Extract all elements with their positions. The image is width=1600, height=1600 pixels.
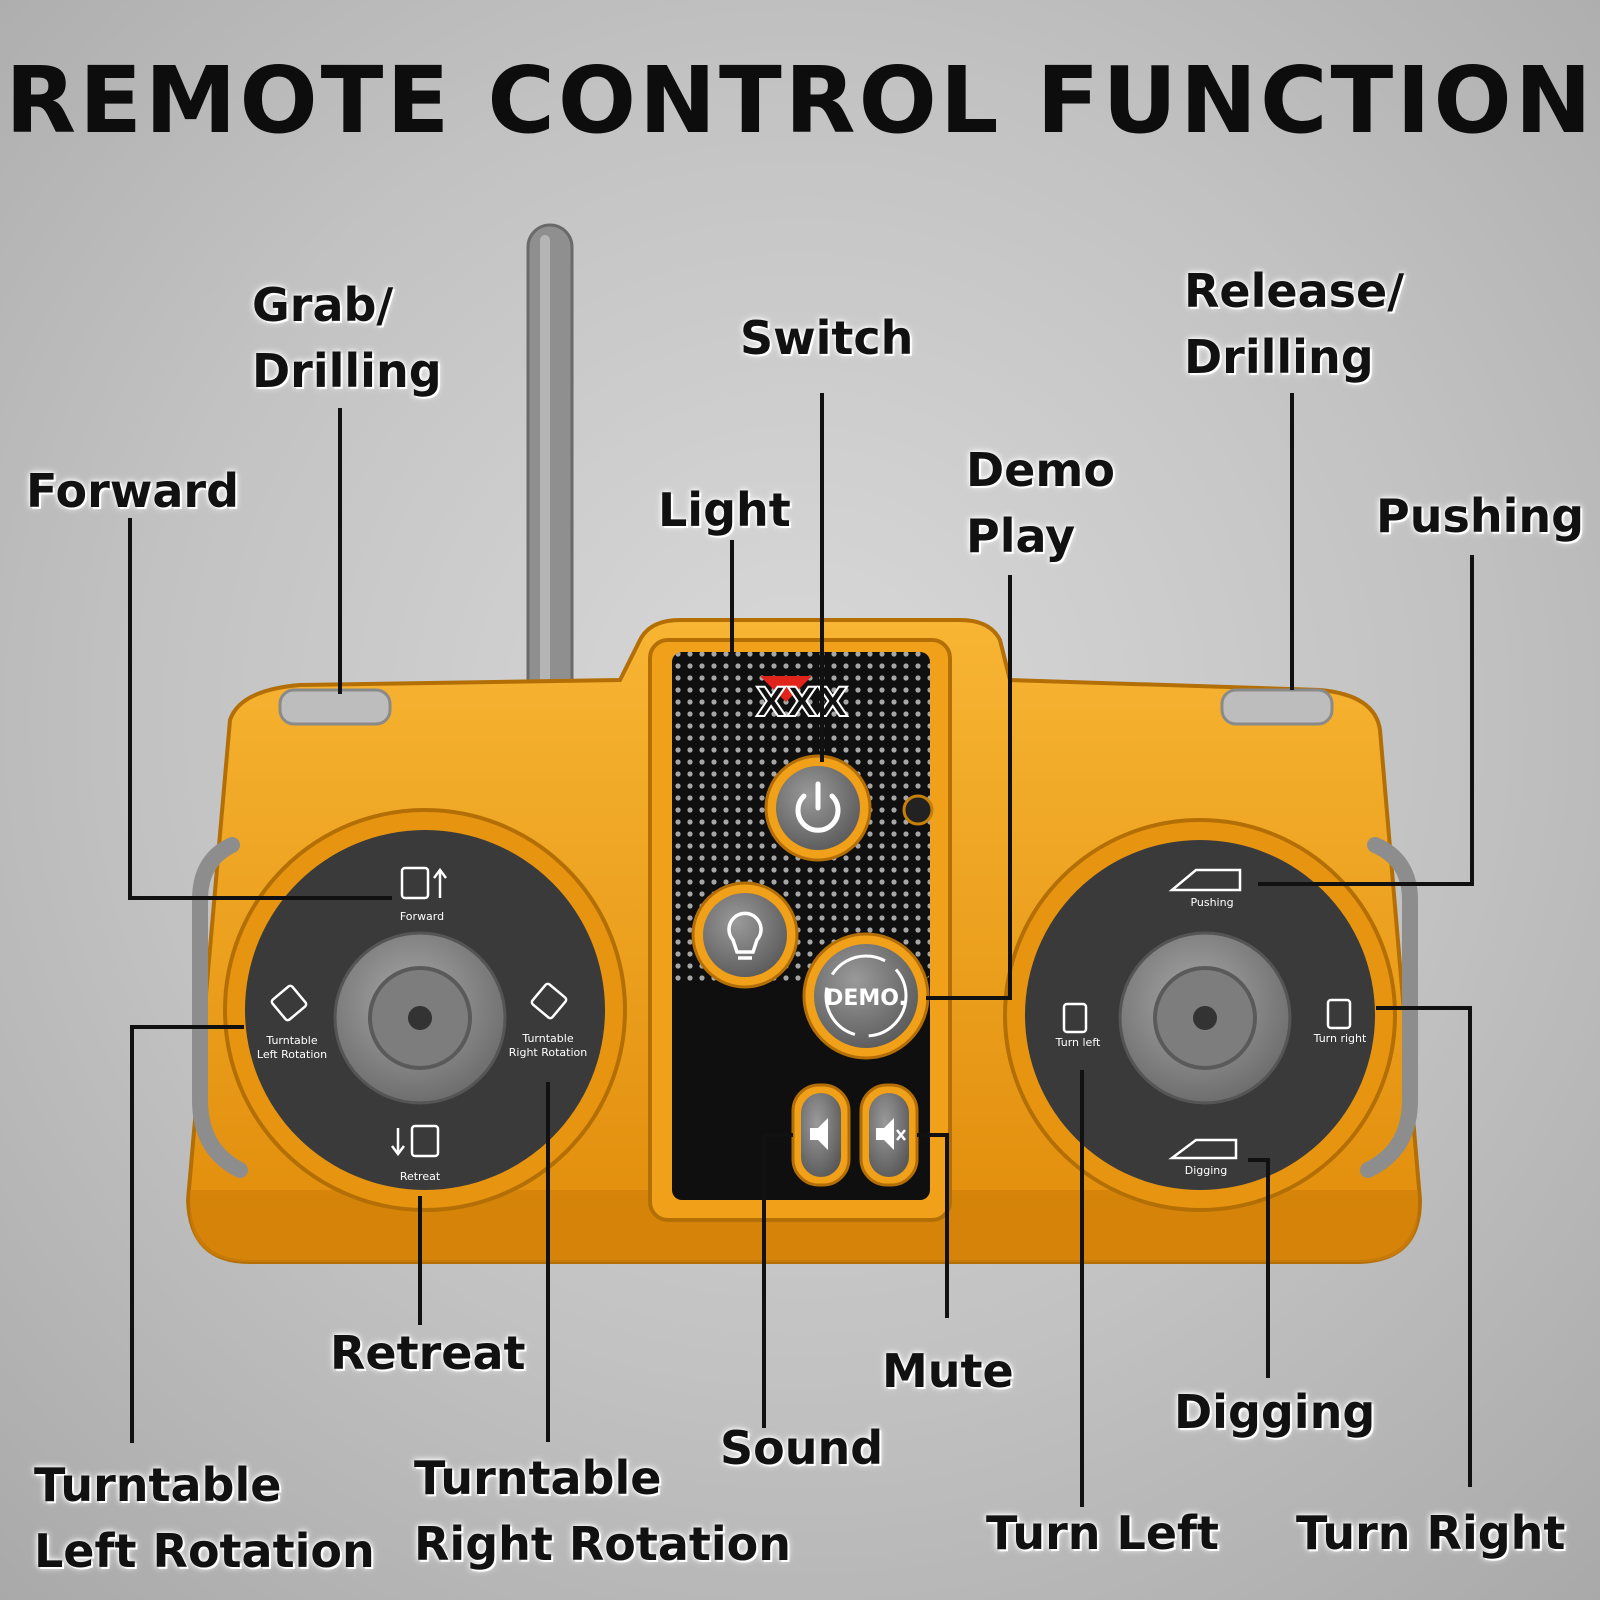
callout-digging: Digging bbox=[1174, 1385, 1376, 1439]
switch-button[interactable] bbox=[764, 754, 872, 862]
callout-tt-right-line1: Turntable bbox=[414, 1451, 662, 1505]
dial-tt-left-1: Turntable bbox=[265, 1034, 317, 1047]
callout-tt-right-line2: Right Rotation bbox=[414, 1517, 792, 1571]
callout-forward: Forward bbox=[26, 464, 239, 518]
demo-button[interactable]: DEMO. bbox=[802, 932, 930, 1060]
callout-release: Release/ Drilling bbox=[1184, 258, 1404, 390]
turn-left-icon bbox=[1062, 1002, 1088, 1034]
turntable-left-icon bbox=[270, 984, 308, 1022]
mute-button[interactable] bbox=[859, 1083, 919, 1187]
brand-logo: XXX bbox=[756, 680, 849, 726]
pushing-icon bbox=[1168, 868, 1242, 892]
callout-grab-line2: Drilling bbox=[252, 344, 442, 398]
digging-icon bbox=[1168, 1138, 1238, 1160]
page-title: REMOTE CONTROL FUNCTION bbox=[5, 47, 1595, 154]
turn-right-icon bbox=[1326, 998, 1352, 1030]
callout-demo-line1: Demo bbox=[966, 443, 1115, 497]
right-joystick[interactable] bbox=[1118, 931, 1292, 1105]
callout-turntable-right: Turntable Right Rotation bbox=[414, 1445, 791, 1577]
dial-forward-label: Forward bbox=[400, 910, 444, 923]
indicator-led bbox=[902, 794, 934, 826]
left-dial: Forward Retreat Turntable Left Rotation … bbox=[223, 808, 627, 1212]
right-dial: Pushing Digging Turn left Turn right bbox=[1003, 818, 1397, 1212]
callout-pushing: Pushing bbox=[1376, 489, 1585, 543]
callout-grab: Grab/ Drilling bbox=[252, 272, 442, 404]
callout-turn-right: Turn Right bbox=[1296, 1506, 1566, 1560]
leader-lines bbox=[128, 393, 1474, 1507]
callout-retreat: Retreat bbox=[330, 1326, 526, 1380]
dial-turn-right-label: Turn right bbox=[1313, 1032, 1367, 1045]
callout-turntable-left: Turntable Left Rotation bbox=[34, 1452, 375, 1584]
demo-button-label: DEMO. bbox=[825, 986, 907, 1011]
callout-turn-left: Turn Left bbox=[986, 1506, 1220, 1560]
dial-tt-right-1: Turntable bbox=[521, 1032, 573, 1045]
left-joystick[interactable] bbox=[333, 931, 507, 1105]
callout-release-line2: Drilling bbox=[1184, 330, 1374, 384]
brand-logo-mark bbox=[760, 676, 812, 702]
callout-demo-line2: Play bbox=[966, 509, 1076, 563]
callout-light: Light bbox=[658, 483, 791, 537]
dial-retreat-label: Retreat bbox=[400, 1170, 441, 1183]
dial-tt-right-2: Right Rotation bbox=[509, 1046, 587, 1059]
dial-turn-left-label: Turn left bbox=[1055, 1036, 1101, 1049]
retreat-icon bbox=[410, 1124, 440, 1158]
bulb-icon bbox=[727, 911, 763, 960]
power-icon bbox=[795, 781, 841, 833]
turntable-right-icon bbox=[530, 982, 568, 1020]
mute-icon bbox=[876, 1118, 906, 1150]
callout-tt-left-line1: Turntable bbox=[34, 1458, 282, 1512]
dial-tt-left-2: Left Rotation bbox=[257, 1048, 327, 1061]
dial-digging-label: Digging bbox=[1185, 1164, 1228, 1177]
forward-icon bbox=[400, 866, 430, 900]
sound-button[interactable] bbox=[791, 1083, 851, 1187]
dial-pushing-label: Pushing bbox=[1190, 896, 1233, 909]
callout-release-line1: Release/ bbox=[1184, 264, 1405, 318]
callout-tt-left-line2: Left Rotation bbox=[34, 1524, 375, 1578]
speaker-icon bbox=[810, 1118, 828, 1150]
callout-sound: Sound bbox=[720, 1421, 884, 1475]
callout-mute: Mute bbox=[882, 1344, 1014, 1398]
light-button[interactable] bbox=[691, 881, 799, 989]
callout-switch: Switch bbox=[740, 311, 914, 365]
callout-grab-line1: Grab/ bbox=[252, 278, 394, 332]
callout-demo-play: Demo Play bbox=[966, 437, 1115, 569]
